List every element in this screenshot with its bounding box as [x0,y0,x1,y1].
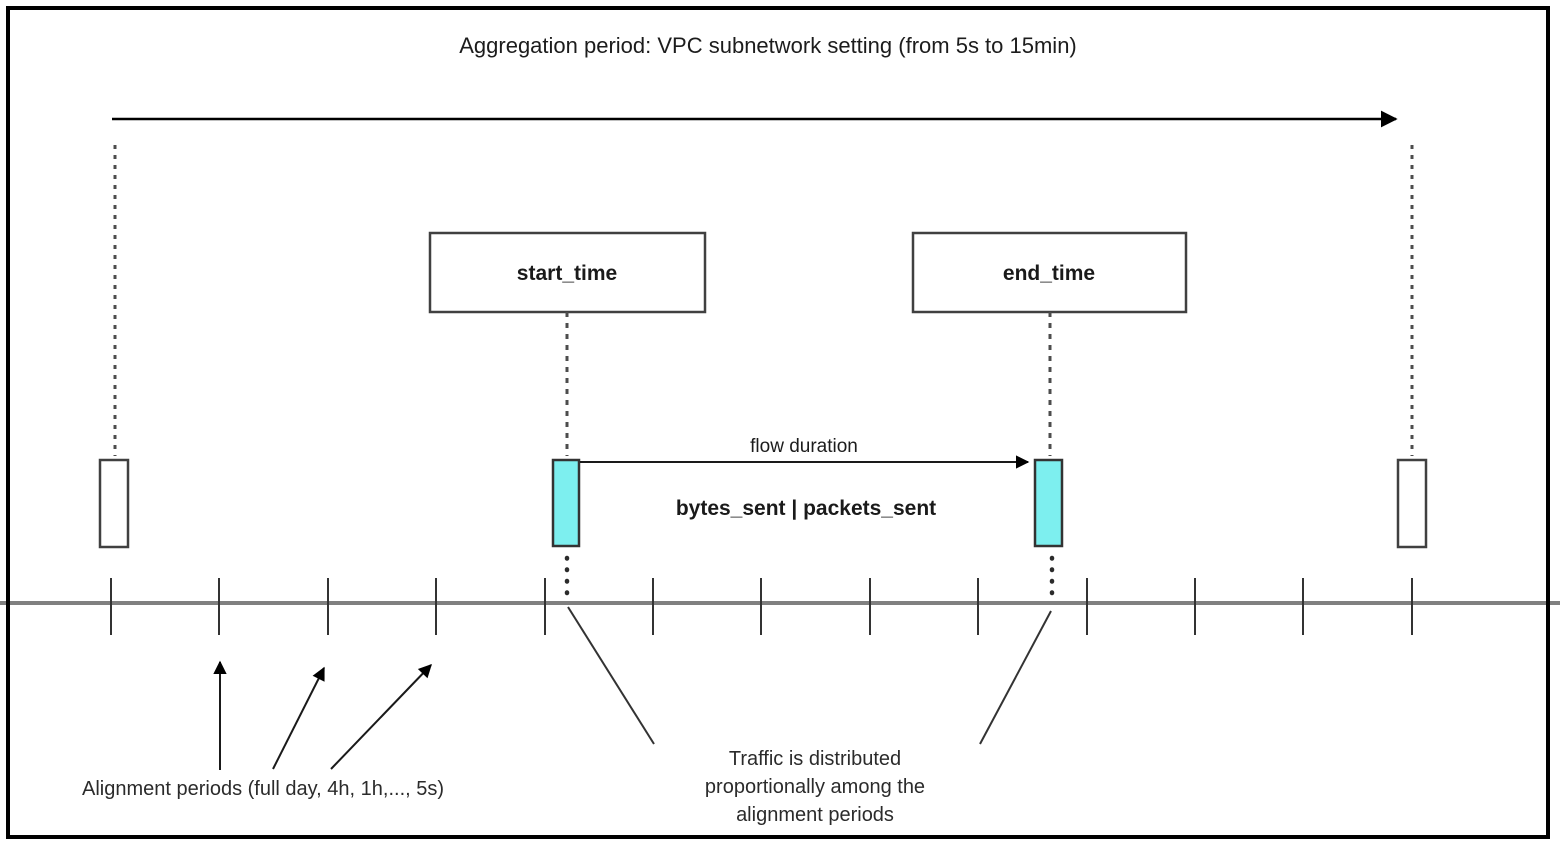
start-time-label: start_time [517,262,617,285]
left-white-marker [98,458,130,549]
start-time-box-frame [428,231,707,314]
diagram-frame-border [6,6,1550,839]
flow-start-marker [551,458,581,548]
flow-metrics-label: bytes_sent | packets_sent [676,497,936,520]
timeline-ticks [110,578,1413,635]
traffic-note: Traffic is distributed proportionally am… [705,748,925,826]
start-time-box: start_time [428,231,707,314]
traffic-pointer-right [979,610,1052,745]
end-time-label: end_time [1003,262,1095,285]
diagram-title: Aggregation period: VPC subnetwork setti… [459,33,1077,58]
traffic-note-line-2: proportionally among the [705,776,925,798]
alignment-arrow-2 [272,666,325,770]
flow-duration-label: flow duration [750,436,858,457]
right-white-marker [1396,458,1428,549]
end-time-box: end_time [911,231,1188,314]
traffic-note-line-3: alignment periods [736,804,894,826]
alignment-periods-label: Alignment periods (full day, 4h, 1h,...,… [82,778,444,800]
traffic-note-line-1: Traffic is distributed [729,748,901,770]
alignment-arrow-3 [330,664,432,770]
traffic-pointer-left [567,606,655,745]
flow-end-marker [1033,458,1064,548]
